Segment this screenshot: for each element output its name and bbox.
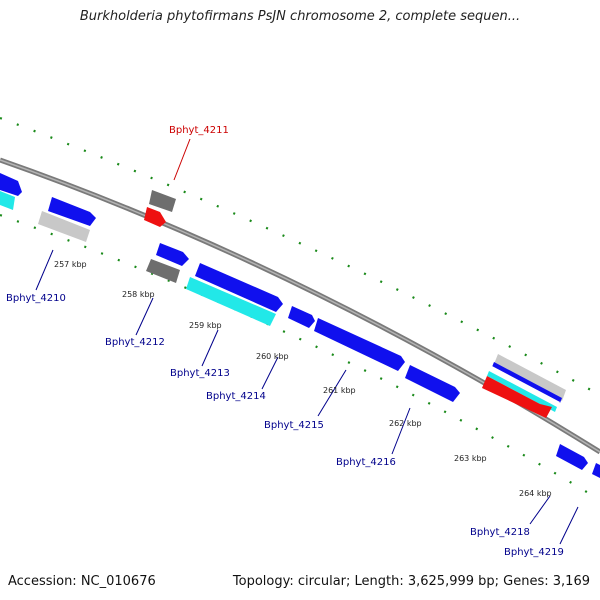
gene-arrow[interactable] bbox=[288, 306, 315, 328]
backbone-line bbox=[0, 157, 600, 455]
kbp-label: 258 kbp bbox=[122, 290, 155, 299]
gene-label[interactable]: Bphyt_4218 bbox=[470, 527, 530, 538]
kbp-label: 257 kbp bbox=[54, 260, 87, 269]
gene-arrow[interactable] bbox=[195, 263, 283, 312]
kbp-label: 260 kbp bbox=[256, 352, 289, 361]
gene-arrow[interactable] bbox=[48, 197, 96, 226]
leader-line bbox=[529, 495, 551, 525]
gene-arrow[interactable] bbox=[0, 173, 22, 196]
topology-summary: Topology: circular; Length: 3,625,999 bp… bbox=[232, 574, 590, 589]
inner-tick-ring bbox=[0, 213, 600, 501]
gene-arrow[interactable] bbox=[146, 259, 180, 283]
gene-label[interactable]: Bphyt_4211 bbox=[169, 125, 229, 136]
kbp-label: 263 kbp bbox=[454, 454, 487, 463]
kbp-label: 261 kbp bbox=[323, 386, 356, 395]
leader-line bbox=[261, 356, 279, 390]
gene-arrow[interactable] bbox=[144, 207, 166, 227]
gene-label[interactable]: Bphyt_4210 bbox=[6, 293, 66, 304]
gene-label[interactable]: Bphyt_4219 bbox=[504, 547, 564, 558]
leader-line bbox=[559, 506, 579, 545]
gene-arrow[interactable] bbox=[556, 444, 588, 470]
gene-arrow[interactable] bbox=[489, 366, 560, 408]
gene-label[interactable]: Bphyt_4215 bbox=[264, 420, 324, 431]
kbp-label: 264 kbp bbox=[519, 489, 552, 498]
gene-arrow[interactable] bbox=[314, 318, 405, 371]
backbone-highlight bbox=[0, 159, 600, 453]
leader-line bbox=[391, 407, 411, 455]
kbp-label: 262 kbp bbox=[389, 419, 422, 428]
kbp-label: 259 kbp bbox=[189, 321, 222, 330]
gene-label[interactable]: Bphyt_4216 bbox=[336, 457, 396, 468]
gene-label[interactable]: Bphyt_4213 bbox=[170, 368, 230, 379]
gene-arrow[interactable] bbox=[156, 243, 189, 266]
gene-arrow[interactable] bbox=[149, 190, 176, 212]
leader-line bbox=[35, 249, 54, 291]
map-title: Burkholderia phytofirmans PsJN chromosom… bbox=[79, 9, 521, 24]
gene-arrow[interactable] bbox=[482, 376, 552, 418]
gene-arrow[interactable] bbox=[592, 463, 600, 478]
outer-tick-ring bbox=[0, 116, 600, 396]
accession-label: Accession: NC_010676 bbox=[8, 574, 156, 589]
gene-arrow[interactable] bbox=[487, 371, 557, 412]
leader-line bbox=[201, 329, 219, 367]
gene-arrow[interactable] bbox=[38, 211, 90, 242]
gene-arrow[interactable] bbox=[405, 365, 460, 402]
gene-arrow[interactable] bbox=[186, 277, 276, 326]
gene-label[interactable]: Bphyt_4214 bbox=[206, 391, 266, 402]
leader-line bbox=[173, 138, 191, 181]
gene-arrow[interactable] bbox=[494, 354, 566, 401]
gene-arrow[interactable] bbox=[492, 362, 562, 403]
gene-label[interactable]: Bphyt_4212 bbox=[105, 337, 165, 348]
leader-line bbox=[317, 369, 347, 417]
leader-line bbox=[135, 297, 154, 336]
gene-arrow[interactable] bbox=[0, 191, 15, 210]
